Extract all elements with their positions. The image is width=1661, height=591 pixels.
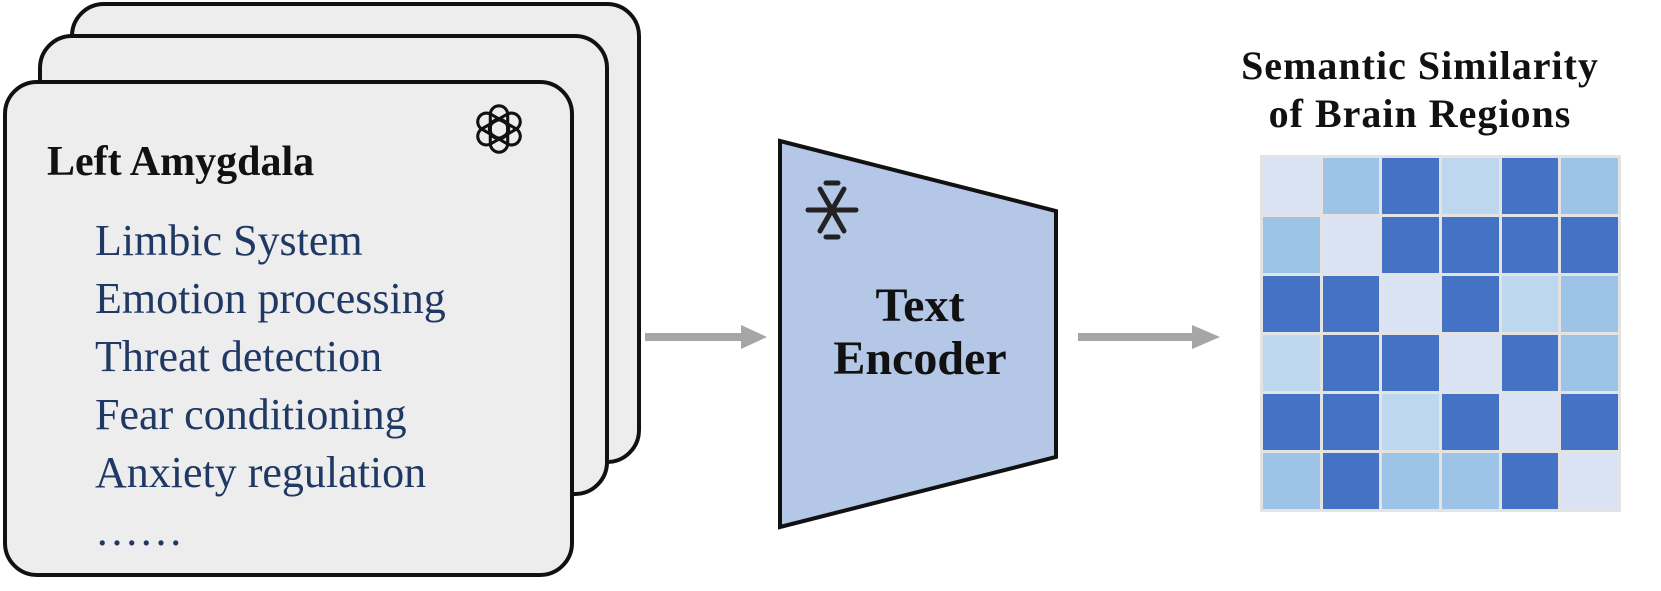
heatmap-cell	[1501, 335, 1559, 391]
heatmap-cell	[1263, 276, 1320, 332]
brain-region-card: Left Amygdala Limbic System Emotion proc…	[3, 80, 574, 577]
heatmap-cell	[1561, 276, 1618, 332]
term-item: Fear conditioning	[95, 390, 407, 439]
function-term-list: Limbic System Emotion processing Threat …	[95, 212, 446, 560]
heatmap-cell	[1263, 335, 1320, 391]
heatmap-cell	[1382, 158, 1439, 214]
term-item: Anxiety regulation	[95, 448, 427, 497]
heatmap-cell	[1263, 453, 1320, 509]
heatmap-cell	[1382, 276, 1439, 332]
similarity-heatmap	[1260, 155, 1621, 512]
heatmap-cell	[1561, 394, 1618, 450]
heatmap-cell	[1322, 276, 1380, 332]
heatmap-cell	[1561, 158, 1618, 214]
heatmap-cell	[1263, 217, 1320, 273]
heatmap-cell	[1561, 335, 1618, 391]
heatmap-cell	[1442, 276, 1499, 332]
encoder-label-line-1: Text	[875, 279, 965, 332]
term-item: Emotion processing	[95, 274, 446, 323]
term-ellipsis: ……	[95, 506, 183, 555]
heatmap-cell	[1442, 158, 1499, 214]
heatmap-cell	[1263, 158, 1320, 214]
heatmap-cell	[1322, 217, 1380, 273]
heatmap-cell	[1382, 335, 1439, 391]
arrow-right-icon	[1078, 325, 1220, 349]
heatmap-cell	[1561, 217, 1618, 273]
heatmap-cell	[1442, 453, 1499, 509]
heatmap-cell	[1442, 335, 1499, 391]
card-title: Left Amygdala	[47, 139, 315, 185]
encoder-label-line-2: Encoder	[833, 332, 1007, 385]
arrow-right-icon	[645, 325, 767, 349]
heatmap-cell	[1442, 394, 1499, 450]
snowflake-icon	[805, 180, 859, 240]
term-item: Limbic System	[95, 216, 363, 265]
heatmap-cell	[1501, 453, 1559, 509]
heatmap-cell	[1322, 453, 1380, 509]
heatmap-cell	[1501, 158, 1559, 214]
heatmap-cell	[1322, 394, 1380, 450]
term-item: Threat detection	[95, 332, 383, 381]
heatmap-cell	[1263, 394, 1320, 450]
heatmap-cell	[1322, 335, 1380, 391]
heatmap-cell	[1322, 158, 1380, 214]
heatmap-cell	[1501, 217, 1559, 273]
heatmap-cell	[1382, 217, 1439, 273]
heatmap-cell	[1501, 276, 1559, 332]
heatmap-cell	[1561, 453, 1618, 509]
openai-logo-icon	[476, 104, 522, 154]
heatmap-cell	[1382, 453, 1439, 509]
heatmap-cell	[1501, 394, 1559, 450]
text-encoder-block	[778, 138, 1058, 530]
heatmap-title-line-2: of Brain Regions	[1268, 91, 1572, 136]
heatmap-cell	[1382, 394, 1439, 450]
heatmap-cell	[1442, 217, 1499, 273]
heatmap-title-line-1: Semantic Similarity	[1241, 43, 1599, 88]
